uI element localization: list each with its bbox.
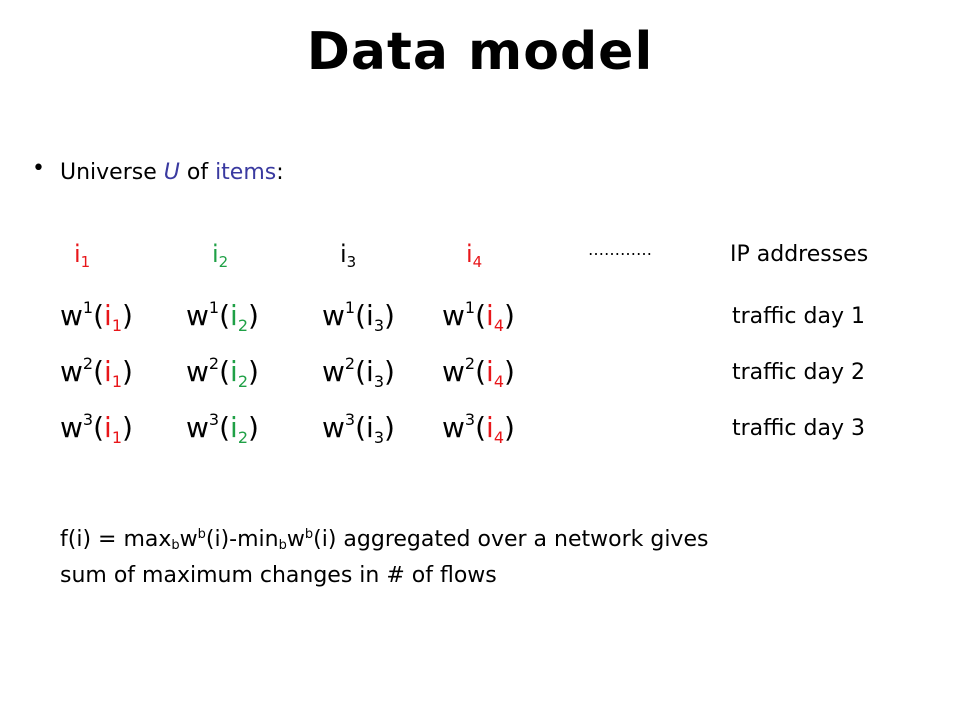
weight-cell-day3-item1: w3(i1) bbox=[60, 410, 133, 447]
item-label-3: i3 bbox=[340, 240, 357, 271]
weight-cell-day2-item4: w2(i4) bbox=[442, 354, 515, 391]
ellipsis: ………… bbox=[588, 240, 652, 259]
row-label-ip-addresses: IP addresses bbox=[730, 242, 869, 267]
item-label-1: i1 bbox=[74, 240, 91, 271]
row-label-day-1: traffic day 1 bbox=[732, 304, 865, 329]
universe-symbol: U bbox=[163, 160, 180, 185]
bullet-prefix: Universe bbox=[60, 160, 164, 185]
weight-cell-day3-item4: w3(i4) bbox=[442, 410, 515, 447]
bullet-text: Universe U of items: bbox=[60, 160, 284, 185]
bullet-dot-icon: • bbox=[32, 156, 45, 181]
weight-cell-day2-item3: w2(i3) bbox=[322, 354, 395, 391]
formula-line-1: f(i) = maxbwb(i)-minbwb(i) aggregated ov… bbox=[60, 527, 709, 553]
weight-cell-day3-item2: w3(i2) bbox=[186, 410, 259, 447]
row-label-day-3: traffic day 3 bbox=[732, 416, 865, 441]
weight-cell-day1-item3: w1(i3) bbox=[322, 298, 395, 335]
items-word: items bbox=[215, 160, 277, 185]
formula-text: f(i) = maxbwb(i)-minbwb(i) aggregated ov… bbox=[60, 520, 940, 591]
weight-cell-day3-item3: w3(i3) bbox=[322, 410, 395, 447]
item-label-4: i4 bbox=[466, 240, 483, 271]
weight-cell-day1-item4: w1(i4) bbox=[442, 298, 515, 335]
formula-line-2: sum of maximum changes in # of flows bbox=[60, 563, 497, 588]
bullet-suffix: : bbox=[276, 160, 284, 185]
item-label-2: i2 bbox=[212, 240, 229, 271]
weight-cell-day1-item1: w1(i1) bbox=[60, 298, 133, 335]
weight-cell-day1-item2: w1(i2) bbox=[186, 298, 259, 335]
slide-title: Data model bbox=[306, 22, 654, 82]
row-label-day-2: traffic day 2 bbox=[732, 360, 865, 385]
weight-cell-day2-item1: w2(i1) bbox=[60, 354, 133, 391]
bullet-middle: of bbox=[179, 160, 216, 185]
weight-cell-day2-item2: w2(i2) bbox=[186, 354, 259, 391]
